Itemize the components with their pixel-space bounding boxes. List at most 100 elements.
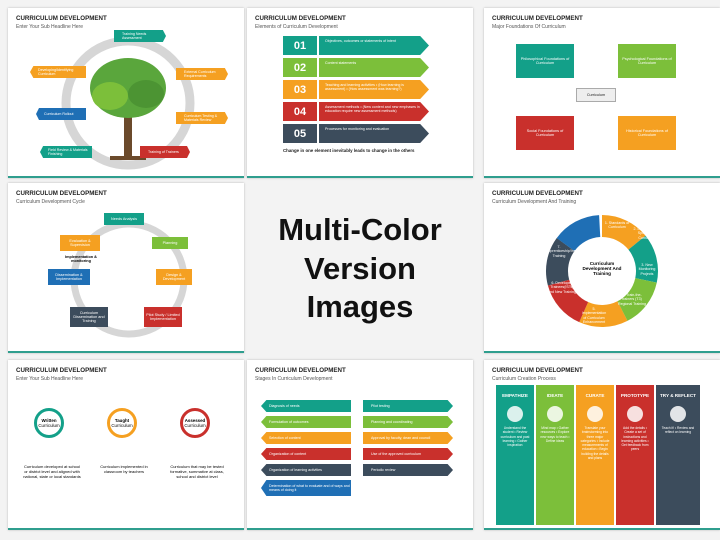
tree-label: Field Review & Materials Finishing xyxy=(40,146,92,158)
cycle-step: Planning xyxy=(152,237,188,249)
cycle-step: Curriculum Dissemination and Training xyxy=(70,307,108,327)
slide-title: CURRICULUM DEVELOPMENT xyxy=(16,190,107,197)
column-text: Teach it! • Review and reflect on learni… xyxy=(661,426,695,435)
row-text: Assessment methods • (New content and ne… xyxy=(319,102,429,121)
column-text: Add the details • Create a set of instru… xyxy=(621,426,649,452)
foundation-box: Philosophical Foundations of Curriculum xyxy=(516,44,574,78)
type-sub: Curriculum xyxy=(111,423,133,428)
cycle-step: Needs Analysis xyxy=(104,213,144,225)
ring-segment: 7. Apprenticeship/Instructional Training xyxy=(546,245,591,258)
column-text: Understand the student • Review curricul… xyxy=(500,426,530,448)
slide-subtitle: Curriculum Development Cycle xyxy=(16,199,85,205)
slide-stages[interactable]: CURRICULUM DEVELOPMENT Stages In Curricu… xyxy=(247,360,473,530)
ring-segment: 2. LPC, LPC and Specialized Curriculum xyxy=(633,227,661,240)
process-column: IDEATE Mind map • Gather resources • Exp… xyxy=(536,385,574,525)
curriculum-center: Curriculum xyxy=(576,88,616,102)
type-circle: Written Curriculum xyxy=(34,408,64,438)
cycle-step: Evaluation & Supervision xyxy=(60,235,100,251)
slide-ring[interactable]: CURRICULUM DEVELOPMENT Curriculum Develo… xyxy=(484,183,720,353)
column-header: EMPATHIZE xyxy=(502,393,528,398)
cycle-center: Implementation & monitoring xyxy=(65,255,97,263)
type-sub: Curriculum xyxy=(184,423,206,428)
row-number: 01 xyxy=(283,36,317,55)
type-name: Taught xyxy=(114,418,130,423)
slide-elements[interactable]: CURRICULUM DEVELOPMENT Elements of Curri… xyxy=(247,8,473,178)
row-text: Teaching and learning activities • (How … xyxy=(319,80,429,99)
slide-title: CURRICULUM DEVELOPMENT xyxy=(16,15,107,22)
center-heading: Multi-Color Version Images xyxy=(247,183,473,355)
column-header: CURATE xyxy=(585,393,605,398)
slide-cycle[interactable]: CURRICULUM DEVELOPMENT Curriculum Develo… xyxy=(8,183,244,353)
slide-tree[interactable]: CURRICULUM DEVELOPMENT Enter Your Sub He… xyxy=(8,8,244,178)
tree-label: Training Needs Assessment xyxy=(114,30,166,42)
foundation-box: Social Foundations of Curriculum xyxy=(516,116,574,150)
slide-subtitle: Elements of Curriculum Development xyxy=(255,24,338,30)
stage-left: Diagnosis of needs xyxy=(261,400,351,412)
process-column: CURATE Translate your brainstorming into… xyxy=(576,385,614,525)
ring-chart xyxy=(546,215,658,327)
tree-label: Curriculum Testing & Materials Review xyxy=(176,112,228,124)
process-column: EMPATHIZE Understand the student • Revie… xyxy=(496,385,534,525)
ring-segment: 4. Train-the-trainers (T3) Regional Trai… xyxy=(618,293,646,306)
column-header: TRY & REFLECT xyxy=(660,393,696,398)
row-text: Content statements xyxy=(319,58,429,77)
slide-foundations[interactable]: CURRICULUM DEVELOPMENT Major Foundations… xyxy=(484,8,720,178)
slide-subtitle: Enter Your Sub Headline Here xyxy=(16,376,83,382)
type-desc: Curriculum developed at school or distri… xyxy=(23,464,81,479)
stage-right: Planning and coordinating xyxy=(363,416,453,428)
type-circle: Taught Curriculum xyxy=(107,408,137,438)
target-icon xyxy=(587,406,603,422)
column-text: Mind map • Gather resources • Explore ne… xyxy=(540,426,570,443)
stage-left: Selection of content xyxy=(261,432,351,444)
slide-curriculum-types[interactable]: CURRICULUM DEVELOPMENT Enter Your Sub He… xyxy=(8,360,244,530)
footer-note: Change in one element inevitably leads t… xyxy=(283,148,415,153)
type-name: Written xyxy=(41,418,57,423)
foundation-box: Psychological Foundations of Curriculum xyxy=(618,44,676,78)
column-header: IDEATE xyxy=(546,393,564,398)
empathize-icon xyxy=(507,406,523,422)
slide-title: CURRICULUM DEVELOPMENT xyxy=(16,367,107,374)
slide-subtitle: Stages In Curriculum Development xyxy=(255,376,333,382)
slide-title: CURRICULUM DEVELOPMENT xyxy=(255,367,346,374)
slide-subtitle: Curriculum Creation Process xyxy=(492,376,556,382)
stage-right: Approval by faculty, dean and council xyxy=(363,432,453,444)
row-number: 03 xyxy=(283,80,317,99)
slide-subtitle: Curriculum Development And Training xyxy=(492,199,577,205)
type-name: Assessed xyxy=(184,418,206,423)
cycle-step: Dissemination & Implementation xyxy=(48,269,90,285)
slide-subtitle: Major Foundations Of Curriculum xyxy=(492,24,566,30)
tree-label: Curriculum Rollout xyxy=(36,108,86,120)
ring-center: Curriculum Development And Training xyxy=(582,261,622,276)
heading-line-1: Multi-Color xyxy=(278,211,442,247)
slide-title: CURRICULUM DEVELOPMENT xyxy=(255,15,346,22)
tree-label: Training of Trainers xyxy=(140,146,190,158)
process-column: PROTOTYPE Add the details • Create a set… xyxy=(616,385,654,525)
foundation-box: Historical Foundations of Curriculum xyxy=(618,116,676,150)
ring-segment: 5. Implementation of Curriculum Enhancem… xyxy=(581,307,607,325)
type-sub: Curriculum xyxy=(38,423,60,428)
stage-right: Pilot testing xyxy=(363,400,453,412)
robot-icon xyxy=(627,406,643,422)
lightbulb-icon xyxy=(670,406,686,422)
row-number: 04 xyxy=(283,102,317,121)
ring-segment: 1. Standards of Curriculum xyxy=(604,221,630,230)
ring-segment: 6. Developed Trainees(ISTs) and New Trai… xyxy=(548,281,576,294)
type-desc: Curriculum implemented in classroom by t… xyxy=(100,464,148,474)
slide-creation-process[interactable]: CURRICULUM DEVELOPMENT Curriculum Creati… xyxy=(484,360,720,530)
stage-left: Determination of what to evaluate and of… xyxy=(261,480,351,496)
type-desc: Curriculum that may be tested formative,… xyxy=(170,464,224,479)
slide-title: CURRICULUM DEVELOPMENT xyxy=(492,190,583,197)
stage-left: Formulation of outcomes xyxy=(261,416,351,428)
stage-right: Use of the approved curriculum xyxy=(363,448,453,460)
cycle-step: Design & Development xyxy=(156,269,192,285)
stage-left: Organization of learning activities xyxy=(261,464,351,476)
row-number: 02 xyxy=(283,58,317,77)
slide-title: CURRICULUM DEVELOPMENT xyxy=(492,15,583,22)
lightbulb-icon xyxy=(547,406,563,422)
slide-subtitle: Enter Your Sub Headline Here xyxy=(16,24,83,30)
type-circle: Assessed Curriculum xyxy=(180,408,210,438)
tree-label: Developing/Identifying Curriculum xyxy=(30,66,86,78)
tree-label: External Curriculum Requirements xyxy=(176,68,228,80)
column-text: Translate your brainstorming into three … xyxy=(580,426,610,460)
row-number: 05 xyxy=(283,124,317,143)
